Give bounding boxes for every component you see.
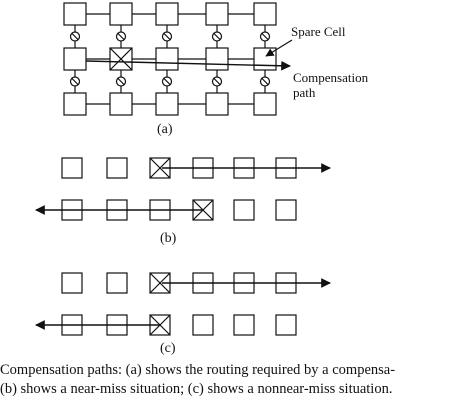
processor-cell	[61, 157, 83, 179]
switch-diagonal	[163, 78, 171, 85]
switch-diagonal	[261, 33, 269, 40]
processor-cell	[63, 47, 87, 71]
panel-c-diagram	[35, 272, 331, 336]
processor-cell	[155, 92, 179, 116]
processor-cell	[275, 314, 297, 336]
processor-cell	[192, 314, 214, 336]
processor-cell	[109, 92, 133, 116]
processor-cell	[106, 272, 128, 294]
switch-diagonal	[163, 33, 171, 40]
processor-cell	[275, 199, 297, 221]
compensation-path-label-2: path	[293, 85, 316, 100]
processor-cell	[61, 272, 83, 294]
switch-diagonal	[261, 78, 269, 85]
processor-cell	[155, 47, 179, 71]
panel-b-label: (b)	[160, 231, 177, 246]
switch-diagonal	[117, 33, 125, 40]
processor-cell	[253, 92, 277, 116]
processor-cell	[63, 2, 87, 26]
processor-cell	[205, 47, 229, 71]
panel-a-label: (a)	[157, 122, 173, 137]
compensation-path-label: Compensation	[293, 70, 369, 85]
panel-b-diagram	[35, 157, 331, 221]
spare-cell-label: Spare Cell	[291, 24, 346, 39]
processor-cell	[106, 157, 128, 179]
switch-diagonal	[213, 78, 221, 85]
compensation-path-arrow	[85, 60, 291, 71]
processor-cell	[233, 199, 255, 221]
figure-caption-line-2: (b) shows a near-miss situation; (c) sho…	[0, 381, 393, 397]
processor-cell	[233, 314, 255, 336]
processor-cell	[205, 92, 229, 116]
processor-cell	[63, 92, 87, 116]
faulty-cell-cross	[149, 157, 171, 179]
processor-cell	[253, 2, 277, 26]
switch-diagonal	[213, 33, 221, 40]
panel-c-label: (c)	[160, 341, 176, 356]
processor-cell	[205, 2, 229, 26]
switch-diagonal	[117, 78, 125, 85]
processor-cell	[109, 2, 133, 26]
spare-cell-pointer-arrow	[265, 39, 293, 57]
figure-caption-line-1: Compensation paths: (a) shows the routin…	[0, 362, 396, 378]
switch-diagonal	[71, 33, 79, 40]
panel-a-diagram	[63, 2, 293, 116]
faulty-cell-cross	[109, 47, 133, 71]
switch-diagonal	[71, 78, 79, 85]
processor-cell	[155, 2, 179, 26]
faulty-cell-cross	[149, 272, 171, 294]
